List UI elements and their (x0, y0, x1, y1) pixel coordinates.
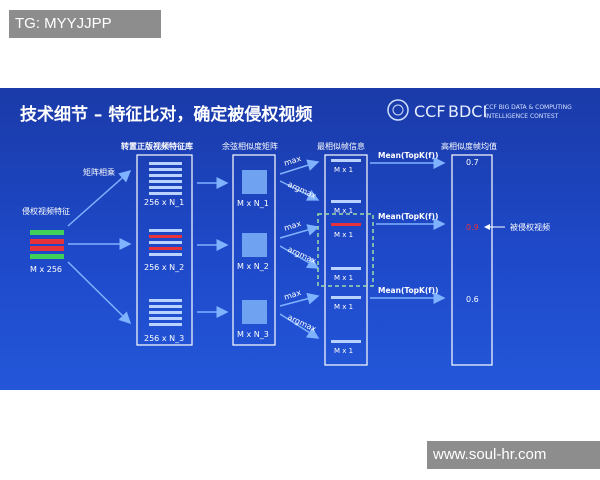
input-feature-stack (30, 230, 64, 259)
frame-dim: M x 1 (334, 303, 353, 311)
arrow-argmax-2 (279, 245, 320, 269)
library-block-1 (149, 162, 182, 195)
infringed-label: 被侵权视频 (510, 222, 550, 232)
avg-value-2: 0.9 (466, 223, 479, 232)
frame-label: 最相似帧信息 (317, 141, 365, 151)
op-max-1: max (283, 154, 303, 168)
diagram-canvas: 技术细节 – 特征比对，确定被侵权视频 CCF BDCI CCF BIG DAT… (20, 99, 572, 366)
arrow-argmax-3 (279, 313, 320, 339)
frame-dim: M x 1 (334, 347, 353, 355)
slide: 技术细节 – 特征比对，确定被侵权视频 CCF BDCI CCF BIG DAT… (0, 88, 600, 390)
cosine-square-1 (242, 170, 267, 194)
frame-box (324, 154, 368, 366)
frame-dim: M x 1 (334, 166, 353, 174)
library-dim-1: 256 x N_1 (144, 198, 184, 207)
mean-label-2: Mean(TopK(f)) (378, 212, 438, 221)
slide-title: 技术细节 – 特征比对，确定被侵权视频 (20, 104, 312, 125)
logo-line2: INTELLIGENCE CONTEST (485, 113, 559, 120)
frame-dim: M x 1 (334, 274, 353, 282)
input-bar-red (30, 239, 64, 244)
arrow-argmax-1 (279, 180, 320, 201)
cosine-square-3 (242, 300, 267, 324)
op-argmax-3: argmax (286, 313, 318, 334)
ccf-emblem-inner (392, 104, 404, 116)
library-label: 转置正版视频特征库 (121, 141, 193, 151)
arrow-input-to-lib1 (67, 170, 132, 227)
library-dim-2: 256 x N_2 (144, 263, 184, 272)
input-bar-green (30, 254, 64, 259)
cosine-square-2 (242, 233, 267, 257)
avg-label: 高相似度帧均值 (441, 141, 497, 151)
highlight-dashed-box (317, 213, 374, 287)
frame-bar (331, 200, 361, 203)
library-dim-3: 256 x N_3 (144, 334, 184, 343)
frame-bar-highlight (331, 223, 361, 226)
cosine-dim-1: M x N_1 (237, 199, 269, 208)
input-bar-red (30, 246, 64, 251)
watermark-bottom: www.soul-hr.com (427, 441, 600, 469)
arrow-input-to-lib3 (67, 261, 132, 325)
input-label: 侵权视频特征 (22, 206, 70, 216)
avg-box (451, 154, 493, 366)
op-argmax-2: argmax (286, 245, 318, 266)
frame-bar (331, 159, 361, 162)
logo-line1: CCF BIG DATA & COMPUTING (485, 104, 572, 111)
frame-bar (331, 267, 361, 270)
cosine-label: 余弦相似度矩阵 (222, 141, 278, 151)
library-box (136, 154, 193, 346)
frame-bar (331, 340, 361, 343)
frame-dim: M x 1 (334, 207, 353, 215)
input-bar-green (30, 230, 64, 235)
watermark-top: TG: MYYJJPP (9, 10, 161, 38)
ccf-logo: CCF BDCI CCF BIG DATA & COMPUTING INTELL… (387, 99, 572, 121)
mean-label-1: Mean(TopK(f)) (378, 151, 438, 160)
multiply-label: 矩阵相乘 (83, 167, 115, 177)
library-block-3 (149, 299, 182, 326)
logo-bdci: BDCI (448, 102, 487, 121)
mean-label-3: Mean(TopK(f)) (378, 286, 438, 295)
cosine-box (232, 154, 276, 346)
frame-bar (331, 296, 361, 299)
op-argmax-1: argmax (286, 180, 318, 201)
avg-value-1: 0.7 (466, 158, 479, 167)
input-dim: M x 256 (30, 265, 62, 274)
avg-value-3: 0.6 (466, 295, 479, 304)
cosine-dim-2: M x N_2 (237, 262, 269, 271)
logo-ccf: CCF (414, 102, 446, 121)
arrow-max-3 (279, 292, 320, 307)
arrow-max-2 (279, 224, 320, 239)
cosine-dim-3: M x N_3 (237, 330, 269, 339)
op-max-2: max (283, 219, 303, 233)
arrow-max-1 (279, 159, 320, 175)
arrow-infringed-head (484, 224, 490, 230)
op-max-3: max (283, 288, 303, 302)
ccf-emblem-icon (387, 99, 409, 121)
library-block-2 (149, 229, 182, 256)
frame-dim: M x 1 (334, 231, 353, 239)
